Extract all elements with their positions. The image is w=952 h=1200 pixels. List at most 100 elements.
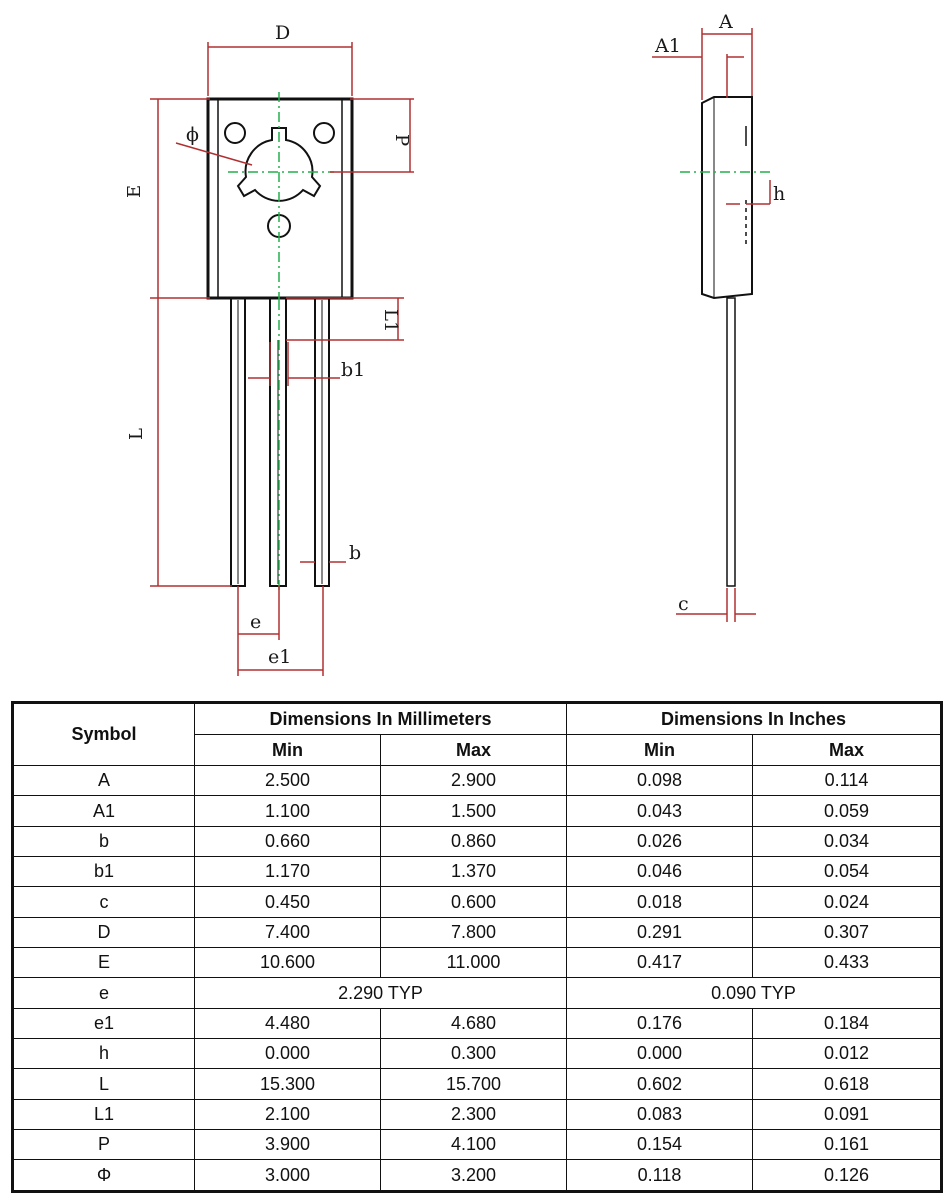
table-row: b 0.660 0.860 0.026 0.034 [12,825,943,858]
label-c: c [678,593,689,615]
in-max-cell: 0.054 [751,856,943,888]
in-max-cell: 0.024 [751,886,943,918]
in-min-cell: 0.118 [566,1159,753,1192]
table-row: D 7.400 7.800 0.291 0.307 [12,916,943,949]
symbol-cell: c [12,886,195,918]
mm-min-cell: 2.500 [194,764,381,797]
mm-min-cell: 10.600 [194,947,381,979]
symbol-cell: b1 [12,856,195,888]
mm-max-cell: 1.370 [380,856,567,888]
symbol-cell: h [12,1038,195,1070]
in-max-cell: 0.161 [751,1129,943,1161]
mm-max-cell: 3.200 [380,1159,567,1192]
table-header-row: Symbol Dimensions In Millimeters Dimensi… [12,702,943,766]
in-max-cell: 0.433 [751,947,943,979]
label-E: E [124,185,145,198]
mm-min-cell: 0.450 [194,886,381,918]
mm-min-cell: 2.100 [194,1098,381,1131]
symbol-cell: e1 [12,1007,195,1040]
symbol-cell: D [12,916,195,949]
in-max-cell: 0.126 [751,1159,943,1192]
mm-max-cell: 4.100 [380,1129,567,1161]
mm-min-cell: 0.000 [194,1038,381,1070]
symbol-header: Symbol [12,702,195,766]
label-P: P [391,134,412,146]
table-row: A 2.500 2.900 0.098 0.114 [12,764,943,797]
label-b: b [349,542,361,564]
hole-left [224,122,246,144]
mm-typ-cell: 2.290 TYP [194,977,567,1009]
in-max-cell: 0.114 [751,764,943,797]
in-min-cell: 0.098 [566,764,753,797]
mm-max-cell: 2.300 [380,1098,567,1131]
in-min-cell: 0.417 [566,947,753,979]
table-row: e1 4.480 4.680 0.176 0.184 [12,1007,943,1040]
table-row: P 3.900 4.100 0.154 0.161 [12,1129,943,1161]
label-b1: b1 [341,359,365,381]
table-row: b1 1.170 1.370 0.046 0.054 [12,856,943,888]
mm-max-cell: 4.680 [380,1007,567,1040]
mm-min-cell: 1.170 [194,856,381,888]
mm-min-cell: 3.000 [194,1159,381,1192]
in-min-cell: 0.291 [566,916,753,949]
label-e: e [250,611,261,633]
mm-max-cell: 0.600 [380,886,567,918]
side-body [701,96,753,300]
in-min-cell: 0.083 [566,1098,753,1131]
symbol-cell: L [12,1068,195,1100]
side-view: A A1 h c [652,11,785,622]
in-max-cell: 0.059 [751,795,943,827]
in-min-cell: 0.018 [566,886,753,918]
symbol-cell: E [12,947,195,979]
mm-min-cell: 0.660 [194,825,381,858]
label-h: h [773,183,785,205]
label-A1: A1 [654,35,681,57]
mm-group-header: Dimensions In Millimeters [194,702,567,735]
symbol-cell: A1 [12,795,195,827]
mm-min-cell: 7.400 [194,916,381,949]
dimensions-table: Symbol Dimensions In Millimeters Dimensi… [11,701,944,1193]
in-min-cell: 0.176 [566,1007,753,1040]
center-tab-shape [236,127,322,202]
label-e1: e1 [268,646,291,668]
table-row: e 2.290 TYP 0.090 TYP [12,977,943,1009]
label-A: A [718,11,733,33]
in-typ-cell: 0.090 TYP [565,977,943,1009]
in-min-cell: 0.154 [566,1129,753,1161]
mm-min-cell: 3.900 [194,1129,381,1161]
lead-center [269,297,287,587]
package-outline-drawing: D ϕ P E L L1 b1 b [124,11,785,676]
in-min-cell: 0.046 [566,856,753,888]
in-min-cell: 0.000 [566,1038,753,1070]
in-max-cell: 0.618 [751,1068,943,1100]
table-row: A1 1.100 1.500 0.043 0.059 [12,795,943,827]
symbol-cell: e [12,977,195,1009]
mm-max-cell: 15.700 [380,1068,567,1100]
symbol-cell: L1 [12,1098,195,1131]
table-row: L 15.300 15.700 0.602 0.618 [12,1068,943,1100]
label-L1: L1 [380,309,401,332]
symbol-cell: Φ [12,1159,195,1192]
mm-min-cell: 4.480 [194,1007,381,1040]
front-view: D ϕ P E L L1 b1 b [124,22,414,676]
mm-max-cell: 1.500 [380,795,567,827]
in-max-header: Max [751,734,943,766]
in-max-cell: 0.091 [751,1098,943,1131]
side-lead [726,297,736,587]
mm-max-cell: 2.900 [380,764,567,797]
in-min-cell: 0.043 [566,795,753,827]
mm-min-cell: 15.300 [194,1068,381,1100]
mm-min-cell: 1.100 [194,795,381,827]
symbol-cell: b [12,825,195,858]
in-min-cell: 0.026 [566,825,753,858]
label-L: L [126,428,147,440]
table-subheader-row: Min Max Min Max [13,734,943,766]
label-phi: ϕ [186,124,199,146]
in-min-header: Min [566,734,753,766]
in-min-cell: 0.602 [566,1068,753,1100]
in-max-cell: 0.034 [751,825,943,858]
hole-right [313,122,335,144]
in-max-cell: 0.012 [751,1038,943,1070]
in-max-cell: 0.307 [751,916,943,949]
table-row: L1 2.100 2.300 0.083 0.091 [12,1098,943,1131]
